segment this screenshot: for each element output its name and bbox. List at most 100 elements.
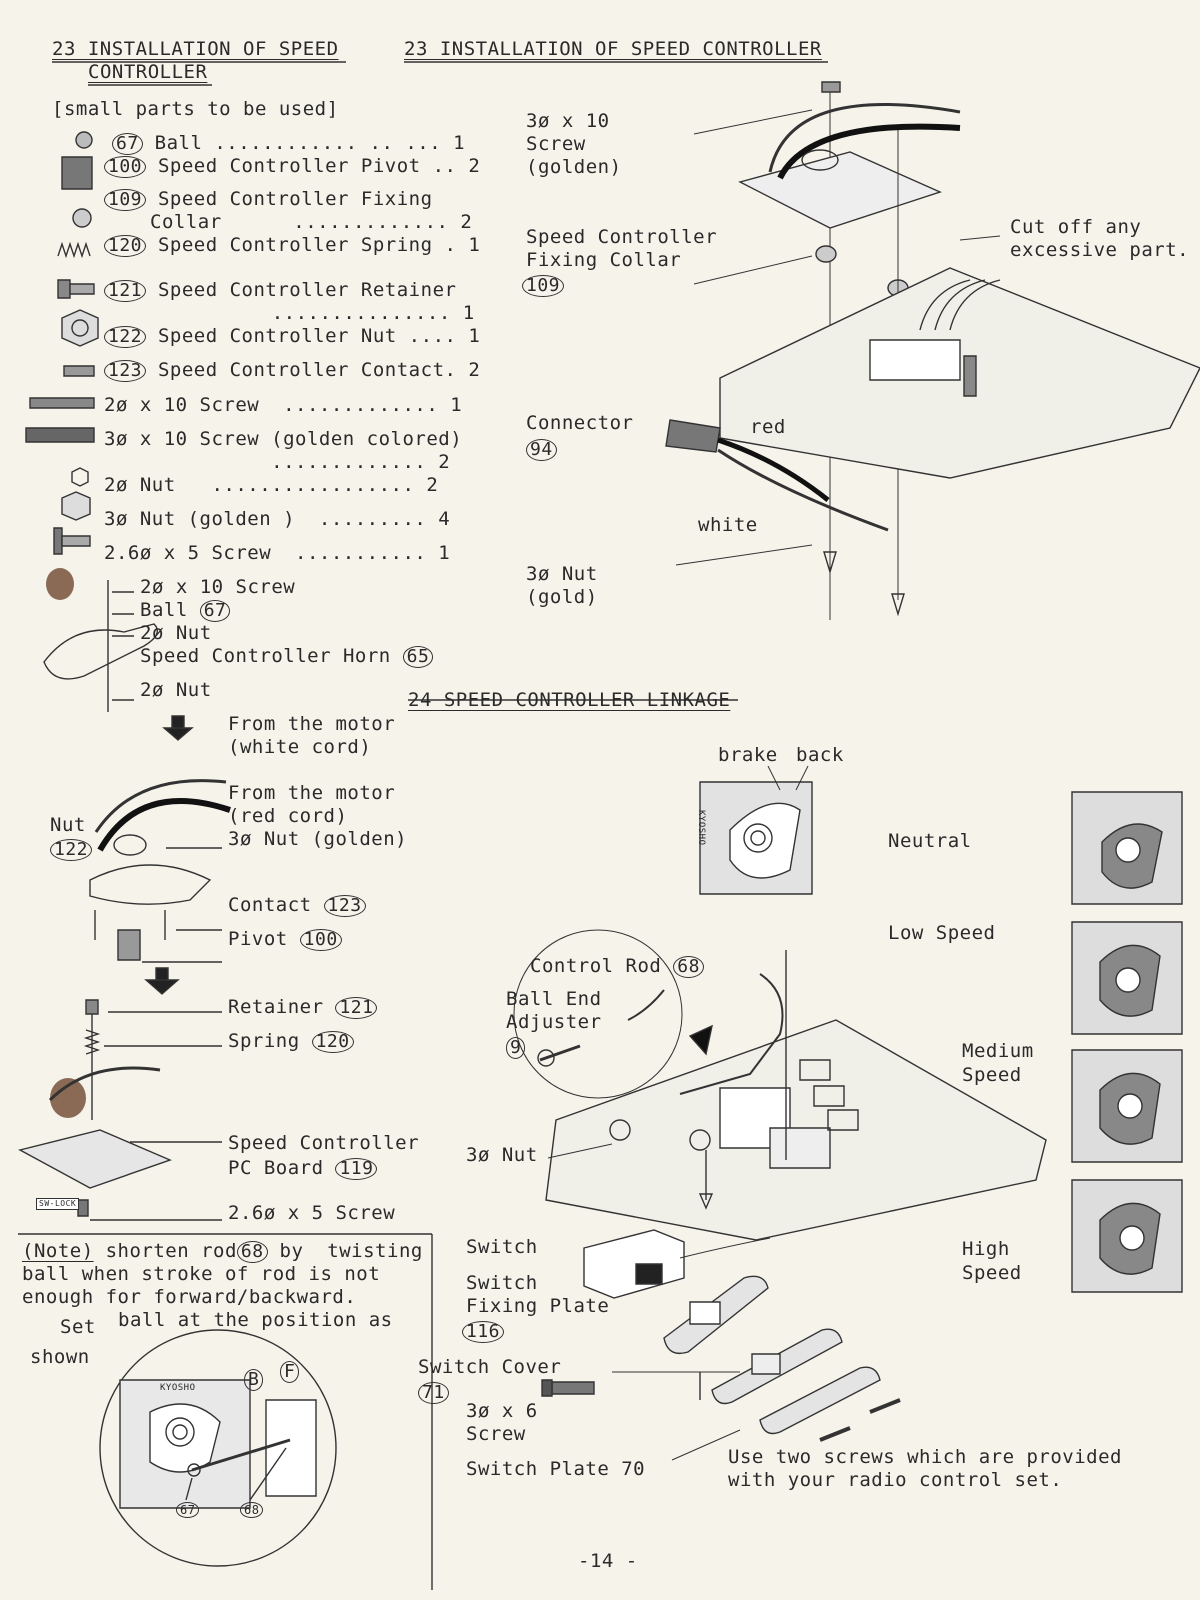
ball-end-label: Ball End [506,988,602,1010]
part-row: 67 Ball ............ .. ... 1 [112,132,465,155]
page-number: -14 - [578,1550,638,1572]
spring-part-icon [58,244,90,256]
switch-part [584,1230,684,1298]
connector-red-wire [718,440,828,500]
nut3-label: 3ø Nut [466,1144,538,1166]
motor-white-label-2: (white cord) [228,736,372,758]
section23-heading-left-2: CONTROLLER [88,61,208,83]
use-screws-note: Use two screws which are provided [728,1446,1122,1468]
nut-part-icon [62,310,98,346]
screw-3x10-icon [26,428,94,442]
detail-label-f: F [280,1360,300,1383]
cutoff-label-2: excessive part. [1010,239,1190,261]
brake-label: brake [718,744,778,766]
note-line-4a: Set [60,1316,96,1338]
section23-heading: 23 INSTALLATION OF SPEED CONTROLLER [404,38,822,60]
detail-num-68: 68 [240,1502,264,1518]
controller-plate [90,865,210,904]
collar-number: 109 [522,274,565,297]
stain-mark [46,568,74,600]
use-screws-note-2: with your radio control set. [728,1469,1063,1491]
note-line-4b: ball at the position as [118,1309,393,1331]
horn-part [44,624,157,679]
sw-lock-tag: SW-LOCK [36,1198,80,1210]
screw36-label: 3ø x 6 [466,1400,538,1422]
screw-label-3: (golden) [526,156,622,178]
horn-label: Speed Controller Horn 65 [140,645,434,668]
control-rod-label: Control Rod 68 [530,955,704,978]
contact-label: Contact 123 [228,894,366,917]
switch-cover-label: Switch Cover [418,1356,562,1378]
detail-num-67: 67 [176,1502,200,1518]
ball-end-label-2: Adjuster [506,1011,602,1033]
pivot-part-icon [62,157,92,189]
high-speed-label-2: Speed [962,1262,1022,1284]
horn-screw-label: 2ø x 10 Screw [140,576,296,598]
switch-fixing-plate-number: 116 [462,1320,505,1343]
pc-board [20,1130,170,1188]
nut2-icon [72,468,88,486]
cutoff-label: Cut off any [1010,216,1142,238]
horn-nut-label: 2ø Nut [140,622,212,644]
motor-red-label: From the motor [228,782,396,804]
part-row: 120 Speed Controller Spring . 1 [104,234,480,257]
retainer-head-icon [58,280,70,298]
white-wire-label: white [698,514,758,536]
connector-label: Connector [526,412,634,434]
connector-white-wire [718,450,888,530]
switch-fixing-plate-label: Switch [466,1272,538,1294]
white-cord [96,781,226,832]
pcboard-label-2: PC Board 119 [228,1157,378,1180]
spring-in-assembly [86,1030,98,1054]
screw-top [822,82,840,92]
collar-part-icon [73,209,91,227]
nut-gold-label-2: (gold) [526,586,598,608]
neutral-label: Neutral [888,830,972,852]
part-row: ............. 2 [104,451,451,473]
part-row: 122 Speed Controller Nut .... 1 [104,325,480,348]
screw-label: 3ø x 10 [526,110,610,132]
screw36-label-2: Screw [466,1423,526,1445]
nut-number: 122 [50,838,93,861]
spring-label: Spring 120 [228,1030,354,1053]
switch-fixing-plate-label-2: Fixing Plate [466,1295,610,1317]
nut-golden-label: 3ø Nut (golden) [228,828,408,850]
connector-part [666,420,720,452]
part-row: 123 Speed Controller Contact. 2 [104,359,480,382]
contact-part-icon [64,366,94,376]
part-row: 3ø Nut (golden ) ......... 4 [104,508,451,530]
ball-end-number: 9 [506,1036,526,1059]
ball-part-icon [76,132,92,148]
screw26-shaft-icon [62,536,90,546]
switch-cover-number: 71 [418,1381,449,1404]
nut-part-hole [72,320,88,336]
note-line-2: ball when stroke of rod is not [22,1263,381,1285]
down-arrow-1 [164,728,192,740]
section23-heading-left: 23 INSTALLATION OF SPEED [52,38,339,60]
low-speed-label: Low Speed [888,922,996,944]
cord-top [770,105,960,173]
medium-speed-label-2: Speed [962,1064,1022,1086]
horn-ball-label: Ball 67 [140,599,231,622]
screw-label-2: Screw [526,133,586,155]
screw-2x10-icon [30,398,94,408]
collar-label-2: Fixing Collar [526,249,682,271]
switch-plate-label: Switch Plate 70 [466,1458,646,1480]
screw26-head-icon [54,528,62,554]
thumb-brand: KYOSHO [696,810,706,846]
pcboard-label: Speed Controller [228,1132,420,1154]
nut-gold-label: 3ø Nut [526,563,598,585]
back-label: back [796,744,844,766]
red-cord [100,801,230,850]
controller-box [870,340,960,380]
down-arrow-2 [146,980,178,994]
part-row: Collar ............. 2 [150,211,473,233]
screw-3x6 [552,1382,594,1394]
detail-label-b: B [244,1368,264,1391]
part-row: 2.6ø x 5 Screw ........... 1 [104,542,451,564]
retainer-label: Retainer 121 [228,996,378,1019]
part-row: 100 Speed Controller Pivot .. 2 [104,155,480,178]
motor-white-label: From the motor [228,713,396,735]
